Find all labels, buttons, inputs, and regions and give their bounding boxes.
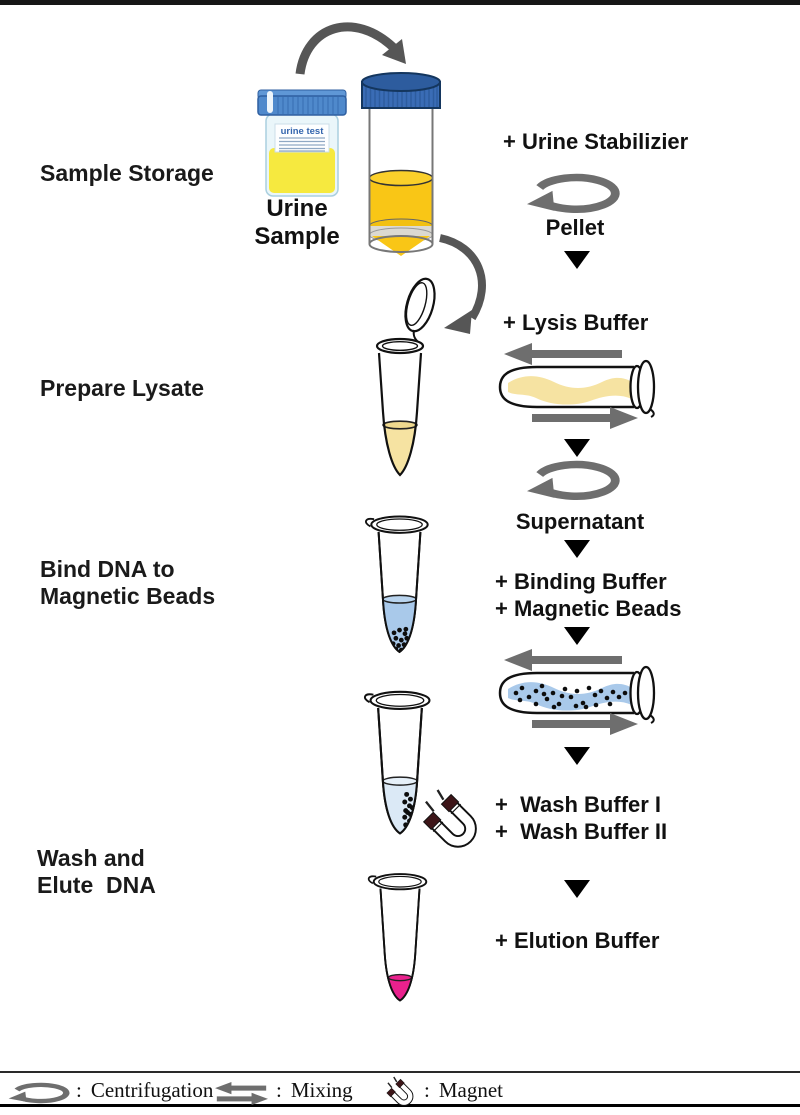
mixing-tube-lysate-icon — [498, 343, 656, 429]
stage-label-bind-dna-line2: Magnetic Beads — [40, 583, 216, 609]
top-border — [0, 0, 800, 5]
legend-label-mixing: Mixing — [290, 1078, 353, 1102]
legend-colon: : — [76, 1078, 82, 1102]
legend-entry-mixing: : Mixing — [276, 1078, 353, 1103]
stage-label-sample-storage: Sample Storage — [40, 160, 214, 186]
stage-label-prepare-lysate: Prepare Lysate — [40, 375, 205, 401]
microtube-wash-icon — [364, 690, 431, 835]
step-supernatant: Supernatant — [515, 509, 645, 534]
legend-colon: : — [424, 1078, 430, 1102]
flow-arrow-icon — [564, 627, 590, 645]
stage-label-bind-dna-line1: Bind DNA to — [40, 556, 175, 582]
step-wash-buffer-2: + Wash Buffer II — [495, 819, 668, 844]
microtube-beads-icon — [365, 515, 429, 654]
stage-label-wash-elute-line1: Wash and — [37, 845, 145, 871]
step-binding-buffer: + Binding Buffer — [495, 569, 667, 594]
legend-mixing-icon — [215, 1082, 268, 1105]
flow-arrow-icon — [564, 251, 590, 269]
legend-magnet-icon — [386, 1076, 414, 1106]
step-wash-buffer-1: + Wash Buffer I — [495, 792, 662, 817]
magnet-icon — [422, 789, 477, 848]
flow-arrow-icon — [564, 747, 590, 765]
centrifugation-icon — [526, 460, 620, 500]
step-pellet: Pellet — [545, 215, 605, 240]
step-elution-buffer: + Elution Buffer — [495, 928, 660, 953]
falcon-tube-icon — [361, 72, 441, 256]
centrifugation-icon — [526, 173, 620, 213]
flow-arrow-icon — [564, 439, 590, 457]
stage-label-wash-elute-line2: Elute DNA — [37, 872, 156, 898]
legend-centrifugation-icon — [8, 1082, 70, 1104]
step-magnetic-beads: + Magnetic Beads — [495, 596, 682, 621]
flow-arrow-icon — [564, 540, 590, 558]
legend-label-centrifugation: Centrifugation — [90, 1078, 214, 1102]
urine-cup-icon: urine test — [257, 89, 347, 197]
microtube-elution-icon — [367, 873, 428, 1002]
flow-arrow-icon — [564, 880, 590, 898]
legend-entry-centrifugation: : Centrifugation — [76, 1078, 213, 1103]
step-lysis-buffer: + Lysis Buffer — [503, 310, 649, 335]
bottom-border — [0, 1104, 800, 1107]
legend-entry-magnet: : Magnet — [424, 1078, 503, 1103]
step-urine-stabilizer: + Urine Stabilizier — [503, 129, 689, 154]
transfer-arrow-icon — [438, 234, 486, 334]
urine-sample-caption: Urine Sample — [254, 195, 340, 250]
legend-divider — [0, 1071, 800, 1073]
microtube-lysate-icon — [375, 277, 436, 477]
cup-label-text: urine test — [281, 126, 325, 137]
legend-colon: : — [276, 1078, 282, 1102]
mixing-tube-beads-icon — [498, 649, 656, 735]
legend-label-magnet: Magnet — [438, 1078, 503, 1102]
transfer-arrow-icon — [295, 22, 406, 75]
